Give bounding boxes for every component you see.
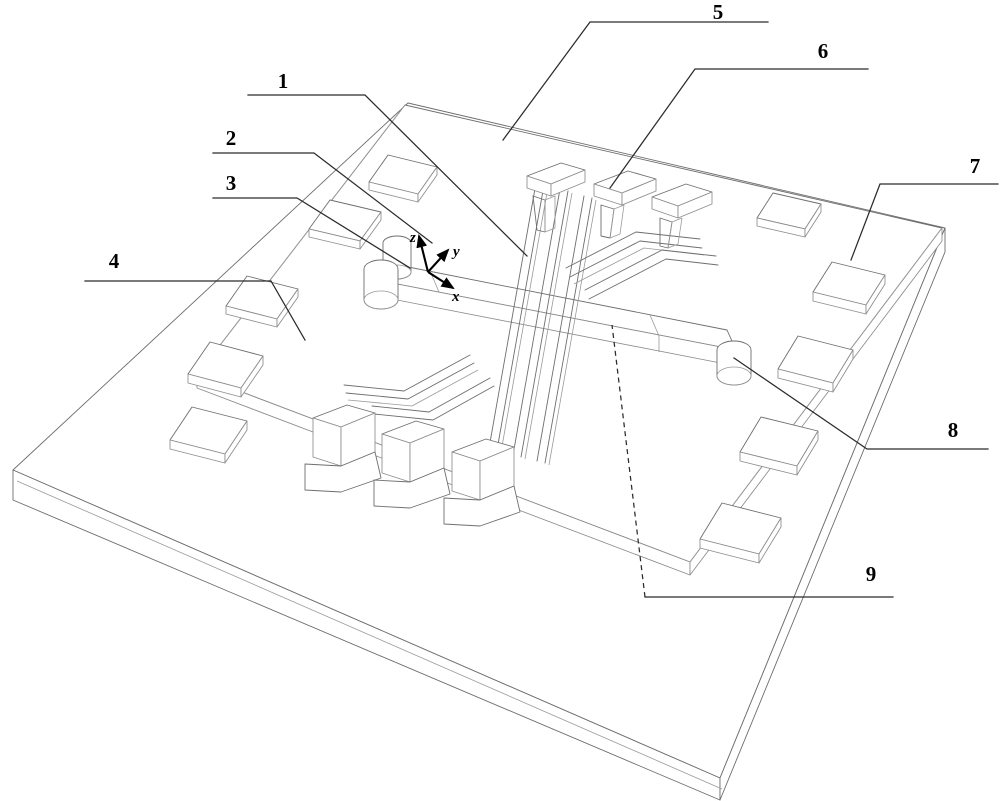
anchor-blocks-bottom [304,404,521,527]
bond-pad [777,335,854,393]
leader-4 [84,280,306,341]
anchor-block [526,162,586,233]
reference-numerals: 1 2 3 4 5 6 7 8 9 [109,0,981,586]
leader-lines [84,21,999,598]
ref-numeral-1: 1 [278,69,289,93]
cylindrical-post [716,340,752,386]
leader-9-dashed [611,324,646,598]
leader-1 [247,94,528,257]
axis-y-arrow [427,248,450,273]
axis-label-x: x [451,289,460,305]
proof-mass-beam [363,235,752,386]
resonant-beam-bundle [343,182,719,466]
leader-8 [733,357,989,450]
leader-2 [212,152,433,244]
bond-pad [739,416,819,476]
axis-label-z: z [409,230,416,246]
anchor-block [373,420,451,509]
axis-z-arrow [416,233,430,273]
anchor-blocks-top [526,162,713,249]
bond-pad [368,154,438,203]
axis-label-y: y [451,244,460,260]
leader-7 [850,183,999,261]
bond-pads [169,154,886,564]
bond-pad [756,192,822,238]
bond-pad [169,406,248,464]
ref-numeral-7: 7 [970,154,981,178]
axis-x-arrow [427,271,455,290]
anchor-block [304,404,382,493]
ref-numeral-3: 3 [226,171,237,195]
anchor-block [443,438,521,527]
ref-numeral-6: 6 [818,39,829,63]
bond-pad [812,261,886,315]
anchor-block [651,183,713,249]
twin-cylinder-anchors [363,235,412,310]
bond-pad [308,199,382,250]
bond-pad [187,341,264,398]
ref-numeral-2: 2 [226,126,237,150]
leader-6 [609,68,869,189]
ref-numeral-9: 9 [866,562,877,586]
coordinate-axes: z y x [409,230,460,305]
bond-pad [699,502,782,564]
anchor-block [593,170,657,239]
leader-5 [502,21,769,141]
ref-numeral-5: 5 [713,0,724,24]
bond-pad [225,275,299,328]
leader-3 [212,197,411,269]
ref-numeral-4: 4 [109,249,120,273]
ref-numeral-8: 8 [948,418,959,442]
